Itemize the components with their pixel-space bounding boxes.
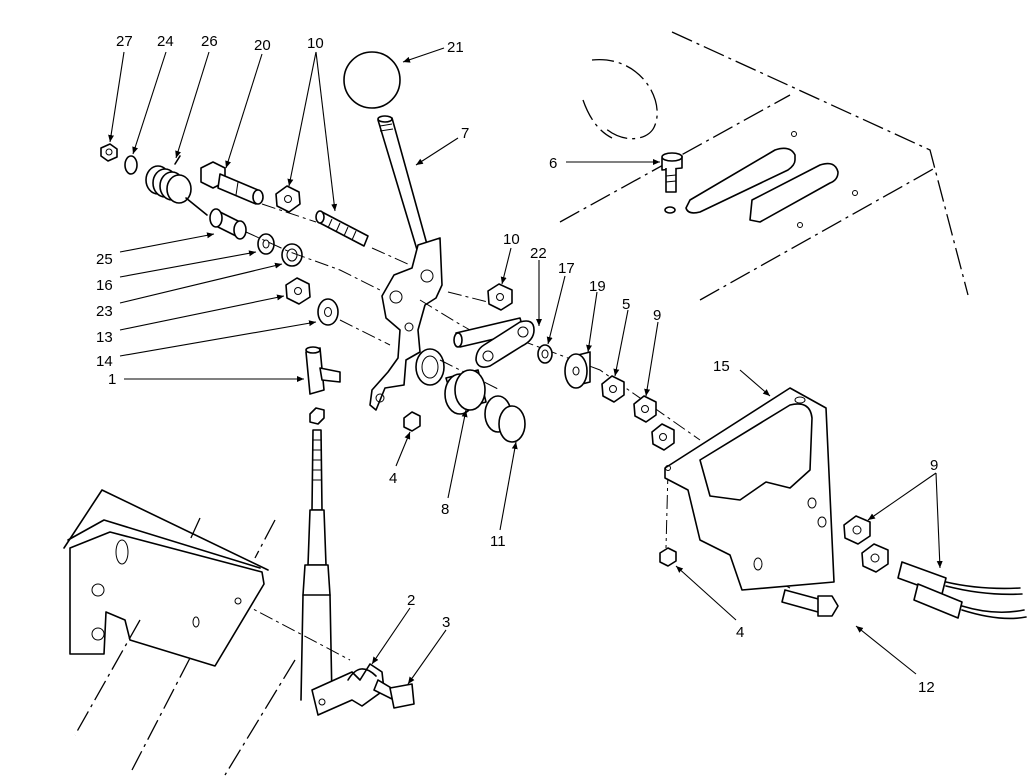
- callout-22: 22: [530, 245, 547, 262]
- callout-24: 24: [157, 33, 174, 50]
- callout-8: 8: [441, 501, 449, 518]
- part-3-bolt: [373, 679, 415, 709]
- callout-2: 2: [407, 592, 415, 609]
- part-12-bolt: [781, 589, 839, 617]
- callout-26: 26: [201, 33, 218, 50]
- callout-16: 16: [96, 277, 113, 294]
- callout-9-lower: 9: [930, 457, 938, 474]
- part-9-nut-lower: [651, 423, 675, 451]
- part-9-nut-upper: [633, 395, 657, 423]
- callout-labels: 27 24 26 20 10 21 7 6 10 22 17 19 5 9 15…: [96, 33, 938, 696]
- part-25-bushing: [209, 208, 247, 240]
- callout-14: 14: [96, 353, 113, 370]
- callout-23: 23: [96, 303, 113, 320]
- part-9-nut-lower-right: [843, 515, 871, 545]
- part-22-link-and-bolt: [453, 317, 535, 368]
- part-16-washer: [257, 233, 275, 255]
- callout-19: 19: [589, 278, 606, 295]
- part-7-shift-lever: [369, 115, 445, 411]
- part-10-nut-right: [487, 283, 513, 311]
- callout-4-center: 4: [389, 470, 397, 487]
- callout-9-upper: 9: [653, 307, 661, 324]
- callout-20: 20: [254, 37, 271, 54]
- part-21-knob: [343, 51, 401, 109]
- part-2-cable-clamp: [311, 663, 385, 716]
- callout-10-top: 10: [307, 35, 324, 52]
- callout-5: 5: [622, 296, 630, 313]
- callout-15: 15: [713, 358, 730, 375]
- part-9-nut-lower-right-2: [861, 543, 889, 573]
- callout-leaders: [108, 47, 943, 685]
- callout-25: 25: [96, 251, 113, 268]
- part-6-bolt: [661, 152, 683, 214]
- part-15-mounting-bracket: [664, 387, 835, 591]
- lower-left-frame-bracket: [63, 489, 296, 776]
- part-13-nut: [285, 277, 311, 305]
- part-14-washer: [317, 298, 339, 326]
- callout-27: 27: [116, 33, 133, 50]
- part-10-threaded-rod: [315, 210, 369, 247]
- part-4-nut-center: [403, 411, 421, 432]
- part-11-spacer: [484, 395, 526, 443]
- callout-11: 11: [490, 533, 506, 550]
- part-1-swivel-rod: [300, 346, 341, 701]
- part-17-washer: [537, 344, 553, 364]
- tractor-body-outline: [559, 31, 969, 301]
- floor-slots: [685, 131, 858, 228]
- part-9-cable-ends: [897, 561, 1027, 620]
- callout-7: 7: [461, 125, 469, 142]
- callout-4-right: 4: [736, 624, 744, 641]
- callout-21: 21: [447, 39, 464, 56]
- part-8-spacer: [444, 369, 487, 415]
- part-24-washer: [124, 155, 138, 175]
- part-10-nut-upper: [275, 185, 301, 213]
- callout-1: 1: [108, 371, 116, 388]
- part-20-pivot-bolt: [200, 161, 264, 205]
- callout-10-right: 10: [503, 231, 520, 248]
- part-4-nut-right: [659, 547, 677, 567]
- part-27-nut: [100, 143, 118, 162]
- callout-3: 3: [442, 614, 450, 631]
- part-5-nut: [601, 375, 625, 403]
- callout-17: 17: [558, 260, 575, 277]
- part-19-bushing: [564, 351, 591, 389]
- callout-13: 13: [96, 329, 113, 346]
- callout-12: 12: [918, 679, 935, 696]
- part-26-spring: [145, 155, 208, 216]
- callout-6: 6: [549, 155, 557, 172]
